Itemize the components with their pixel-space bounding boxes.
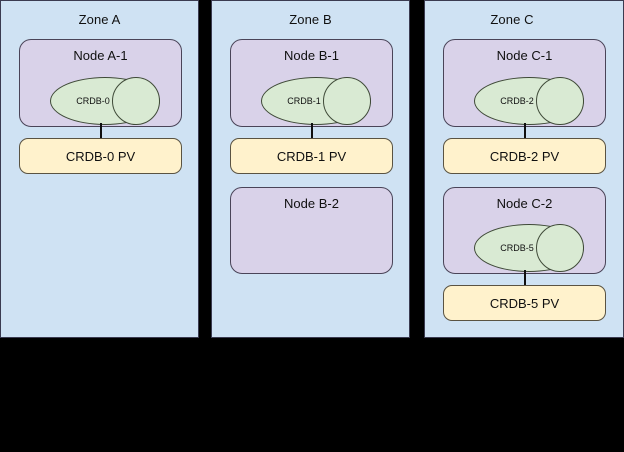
volume-box-crdb-0-pv[interactable]: CRDB-0 PV [19, 138, 182, 174]
cylinder-cap [323, 77, 371, 125]
connector-a-1 [100, 123, 102, 140]
database-cylinder-crdb-0: CRDB-0 [50, 77, 160, 125]
zone-panel-b: Zone B Node B-1 CRDB-1 CRDB-1 PV Node B-… [211, 0, 410, 338]
node-box-c-1[interactable]: Node C-1 CRDB-2 [443, 39, 606, 127]
database-cylinder-crdb-1: CRDB-1 [261, 77, 371, 125]
database-label-crdb-5: CRDB-5 [500, 243, 534, 253]
node-label-b-2: Node B-2 [284, 196, 339, 211]
connector-c-2 [524, 270, 526, 287]
cylinder-cap [536, 224, 584, 272]
volume-label-crdb-2-pv: CRDB-2 PV [489, 148, 560, 164]
database-cylinder-crdb-2: CRDB-2 [474, 77, 584, 125]
node-box-a-1[interactable]: Node A-1 CRDB-0 [19, 39, 182, 127]
node-label-b-1: Node B-1 [284, 48, 339, 63]
database-label-crdb-1: CRDB-1 [287, 96, 321, 106]
zone-title-b: Zone B [289, 12, 332, 27]
volume-label-crdb-5-pv: CRDB-5 PV [489, 295, 560, 311]
zone-panel-a: Zone A Node A-1 CRDB-0 CRDB-0 PV [0, 0, 199, 338]
connector-c-1 [524, 123, 526, 140]
volume-box-crdb-1-pv[interactable]: CRDB-1 PV [230, 138, 393, 174]
database-cylinder-crdb-5: CRDB-5 [474, 224, 584, 272]
node-box-b-2[interactable]: Node B-2 [230, 187, 393, 274]
volume-label-crdb-0-pv: CRDB-0 PV [65, 148, 136, 164]
volume-box-crdb-2-pv[interactable]: CRDB-2 PV [443, 138, 606, 174]
node-box-b-1[interactable]: Node B-1 CRDB-1 [230, 39, 393, 127]
cylinder-cap [112, 77, 160, 125]
volume-box-crdb-5-pv[interactable]: CRDB-5 PV [443, 285, 606, 321]
node-label-c-2: Node C-2 [496, 196, 553, 211]
database-label-crdb-2: CRDB-2 [500, 96, 534, 106]
node-label-a-1: Node A-1 [73, 48, 128, 63]
database-label-crdb-0: CRDB-0 [76, 96, 110, 106]
cylinder-cap [536, 77, 584, 125]
zone-title-c: Zone C [490, 12, 534, 27]
zone-title-a: Zone A [78, 12, 121, 27]
volume-label-crdb-1-pv: CRDB-1 PV [276, 148, 347, 164]
zone-panel-c: Zone C Node C-1 CRDB-2 CRDB-2 PV Node C-… [424, 0, 624, 338]
node-label-c-1: Node C-1 [496, 48, 553, 63]
node-box-c-2[interactable]: Node C-2 CRDB-5 [443, 187, 606, 274]
connector-b-1 [311, 123, 313, 140]
